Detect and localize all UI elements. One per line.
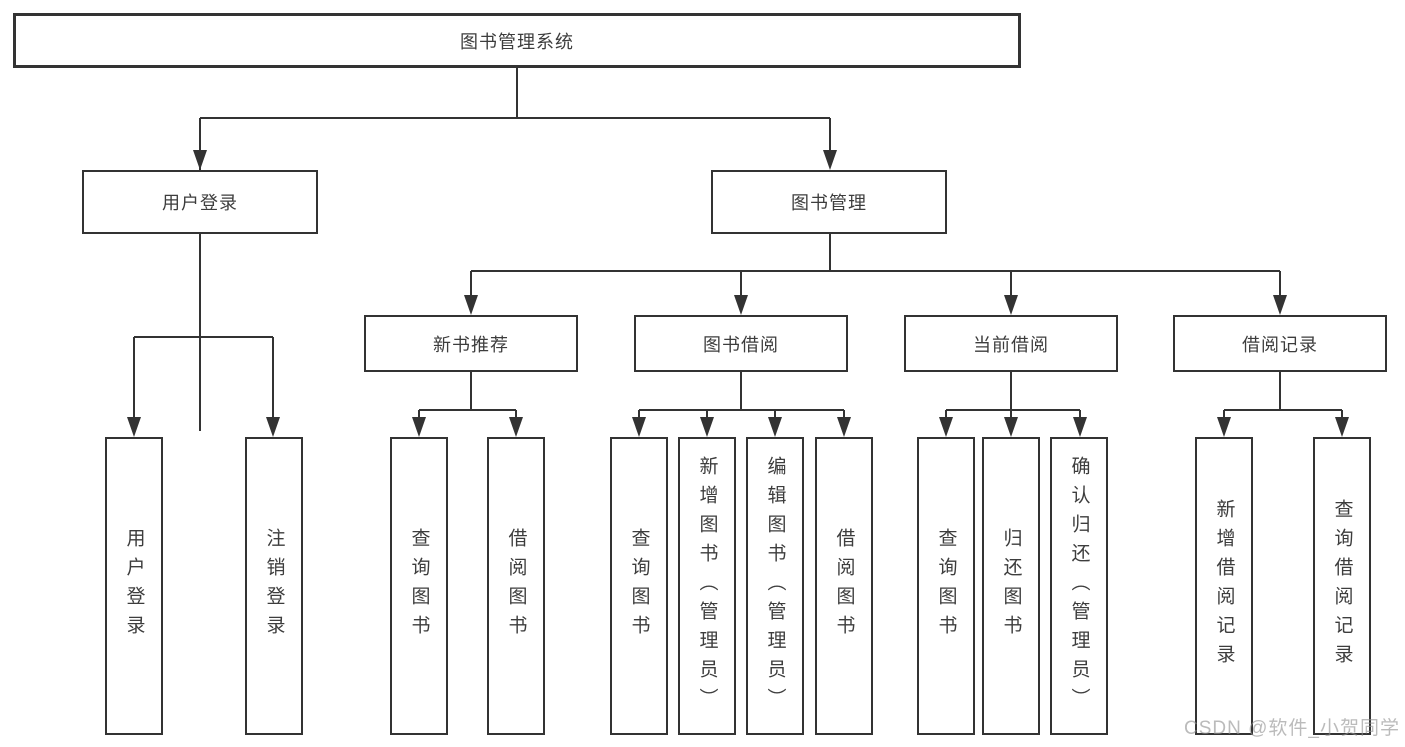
leaf-user-login: 用户登录 — [105, 437, 163, 735]
arrowheads — [127, 150, 1349, 437]
node-book-borrowing: 图书借阅 — [634, 315, 848, 372]
arrow-down-icon — [1004, 295, 1018, 315]
connector-userlogin-split — [133, 233, 274, 431]
arrow-down-icon — [768, 417, 782, 437]
leaf-current-query-books: 查询图书 — [917, 437, 975, 735]
node-borrowing-records: 借阅记录 — [1173, 315, 1387, 372]
arrow-down-icon — [1273, 295, 1287, 315]
connector-borrowrecord-split — [1223, 371, 1343, 431]
node-new-book-recommend: 新书推荐 — [364, 315, 578, 372]
node-book-management: 图书管理 — [711, 170, 947, 234]
arrow-down-icon — [939, 417, 953, 437]
arrow-down-icon — [632, 417, 646, 437]
arrow-down-icon — [1073, 417, 1087, 437]
arrow-down-icon — [823, 150, 837, 170]
arrow-down-icon — [700, 417, 714, 437]
node-root-system: 图书管理系统 — [13, 13, 1021, 68]
leaf-borrow-add-books-admin: 新增图书（管理员） — [678, 437, 736, 735]
arrow-down-icon — [837, 417, 851, 437]
arrow-down-icon — [734, 295, 748, 315]
arrow-down-icon — [509, 417, 523, 437]
leaf-borrow-query-books: 查询图书 — [610, 437, 668, 735]
connector-bookborrow-split — [638, 371, 845, 431]
leaf-recommend-query-books: 查询图书 — [390, 437, 448, 735]
arrow-down-icon — [193, 150, 207, 170]
csdn-watermark: CSDN @软件_小贺同学 — [1184, 718, 1400, 739]
arrow-down-icon — [1217, 417, 1231, 437]
node-current-borrowing: 当前借阅 — [904, 315, 1118, 372]
leaf-borrow-borrow-books: 借阅图书 — [815, 437, 873, 735]
arrow-down-icon — [1335, 417, 1349, 437]
leaf-record-add-borrow-record: 新增借阅记录 — [1195, 437, 1253, 735]
arrow-down-icon — [464, 295, 478, 315]
connector-root-to-level2 — [199, 67, 831, 431]
connector-newbookrec-split — [418, 371, 517, 431]
node-user-login: 用户登录 — [82, 170, 318, 234]
leaf-record-query-borrow-record: 查询借阅记录 — [1313, 437, 1371, 735]
leaf-recommend-borrow-books: 借阅图书 — [487, 437, 545, 735]
connector-bookmgmt-split — [470, 233, 1281, 309]
arrow-down-icon — [266, 417, 280, 437]
leaf-logout: 注销登录 — [245, 437, 303, 735]
arrow-down-icon — [412, 417, 426, 437]
arrow-down-icon — [127, 417, 141, 437]
leaf-current-confirm-return-admin: 确认归还（管理员） — [1050, 437, 1108, 735]
leaf-borrow-edit-books-admin: 编辑图书（管理员） — [746, 437, 804, 735]
arrow-down-icon — [1004, 417, 1018, 437]
leaf-current-return-books: 归还图书 — [982, 437, 1040, 735]
